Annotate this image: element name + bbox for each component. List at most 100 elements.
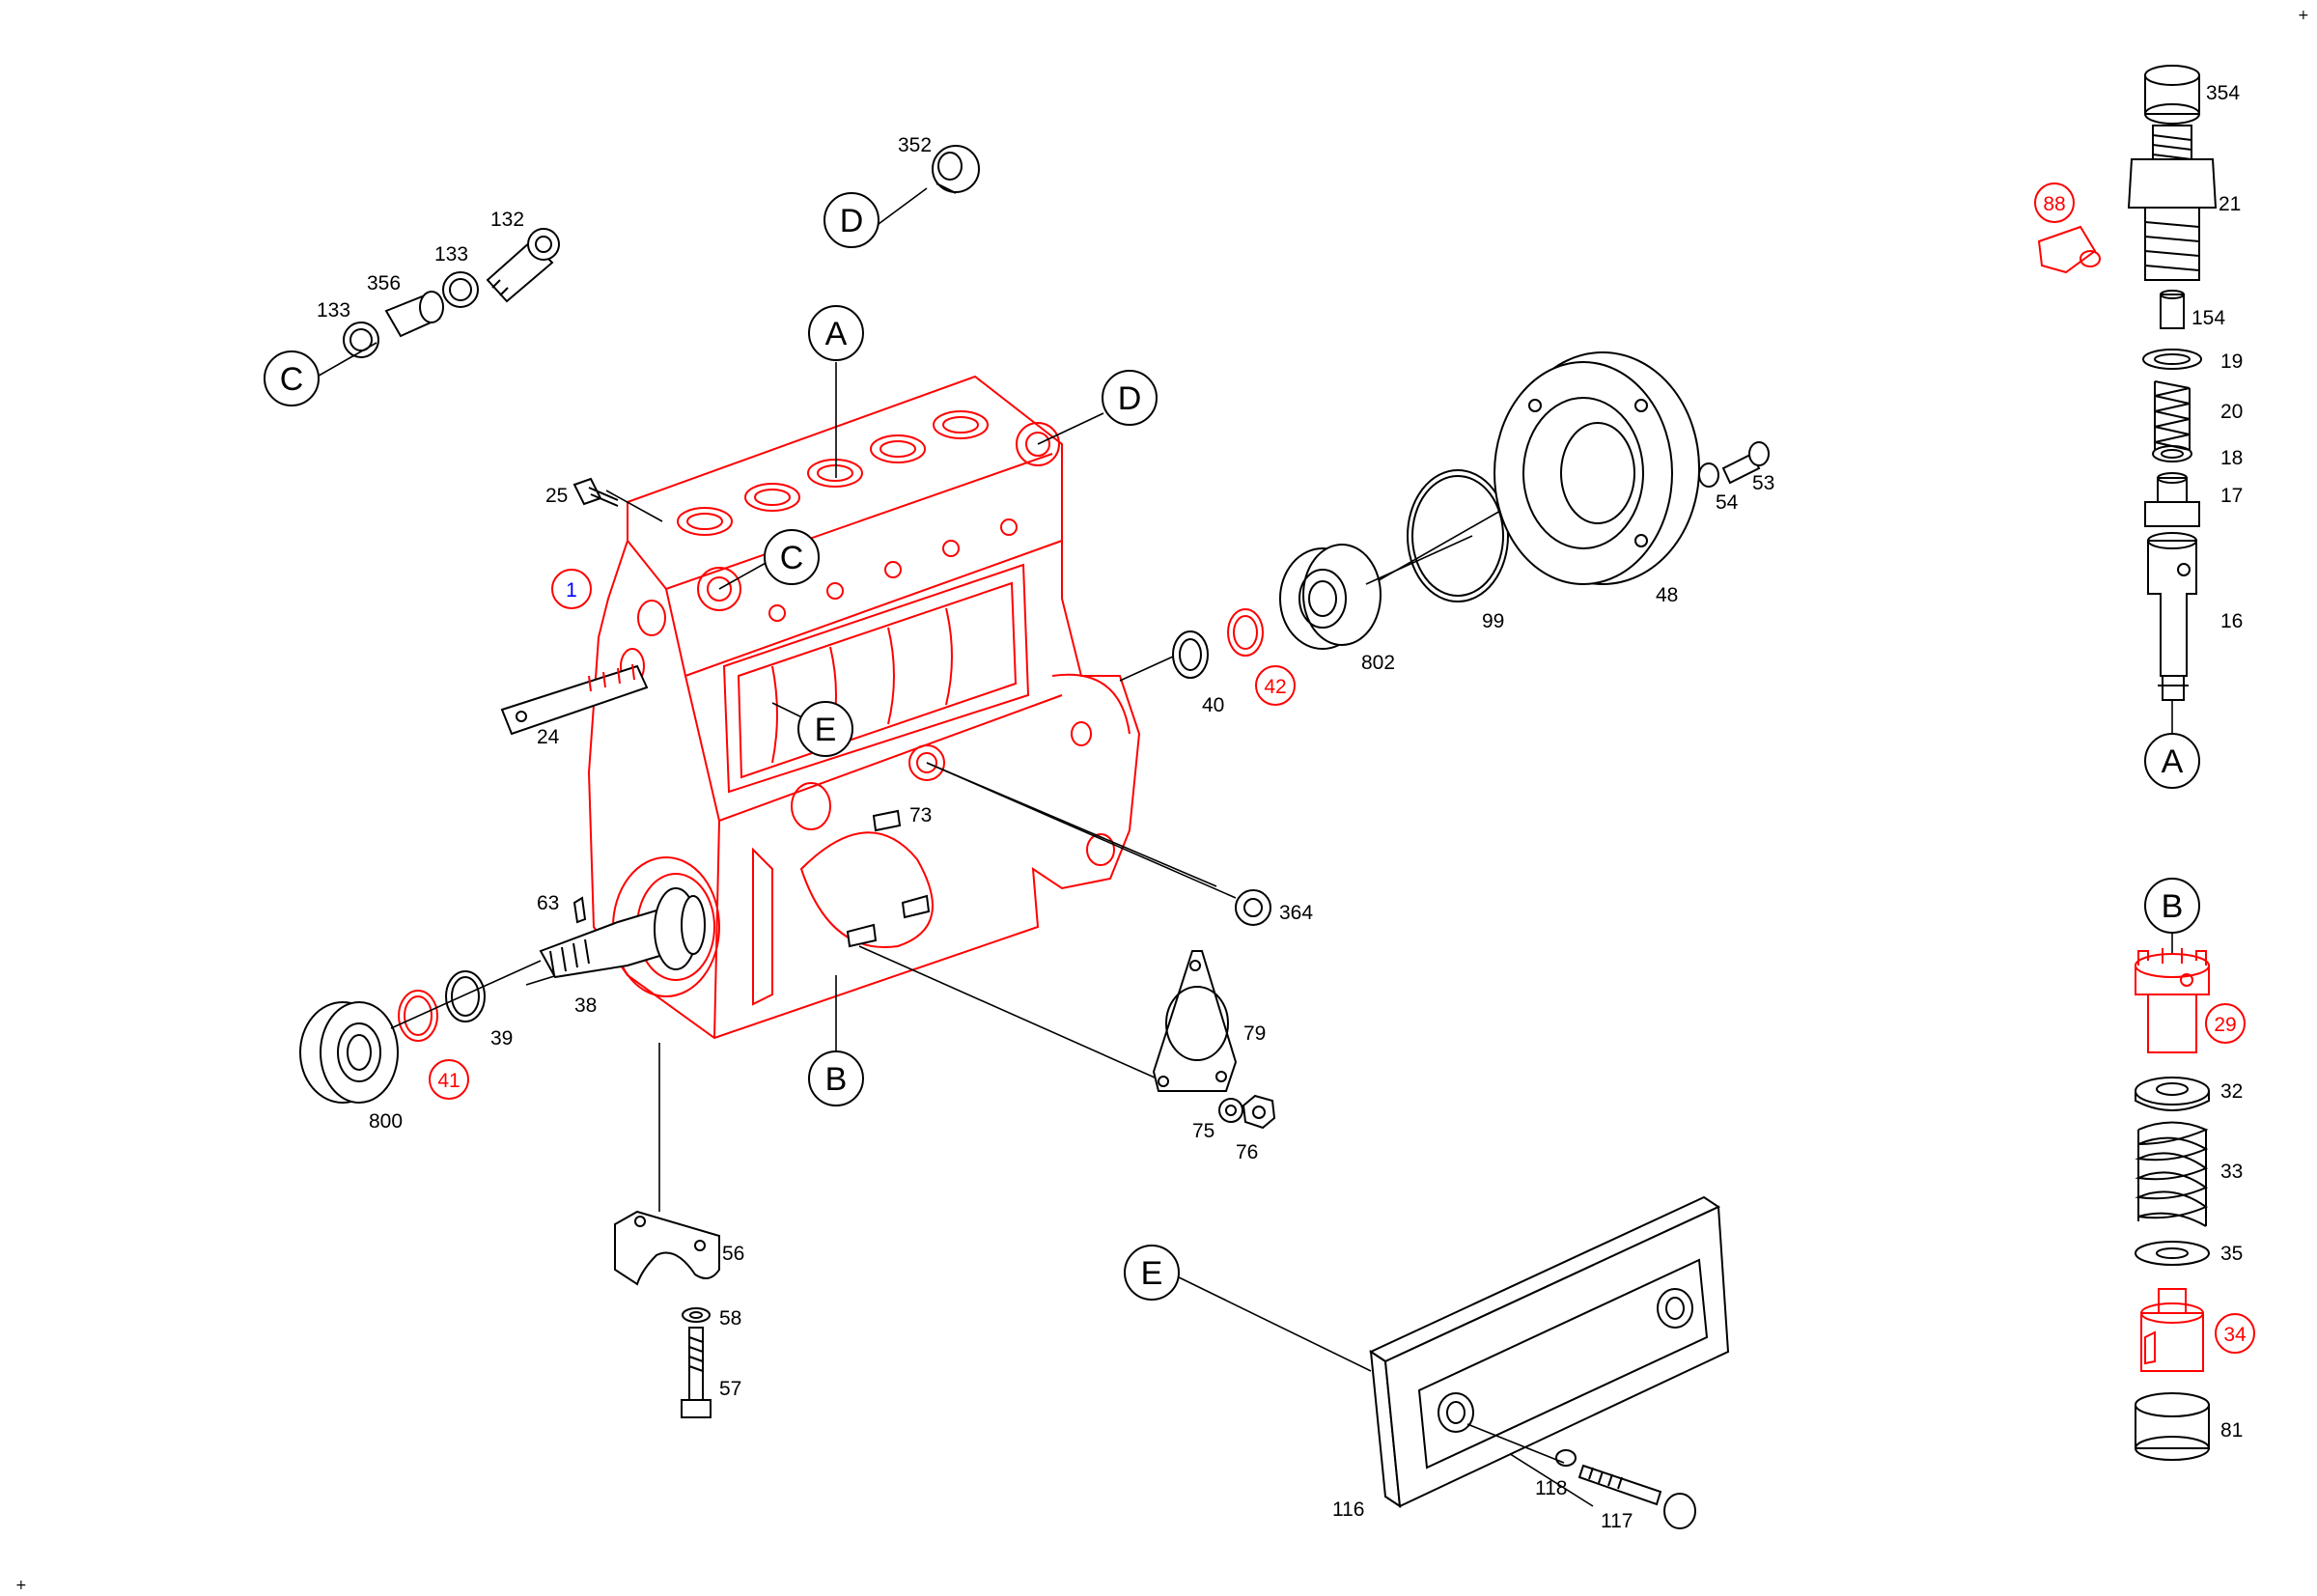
washer-58[interactable] [682,1307,711,1323]
valve-spring-20[interactable] [2154,380,2191,451]
screw-plug-364[interactable] [1235,889,1271,926]
label-56: 56 [722,1243,744,1265]
screw-57[interactable] [681,1327,712,1418]
cover-116[interactable] [1368,1195,1730,1509]
filler-piece-154[interactable] [2160,290,2185,329]
ref-circle-a-top: A [808,305,864,361]
stud-73[interactable] [846,809,931,948]
label-16: 16 [2220,610,2243,632]
o-ring-39[interactable] [445,970,486,1022]
o-ring-99[interactable] [1407,469,1509,602]
ref-circle-e-housing: E [797,701,853,757]
roller-tappet-81[interactable] [2135,1392,2210,1461]
svg-text:34: 34 [2223,1324,2247,1346]
washer-118[interactable] [1555,1449,1577,1467]
label-35: 35 [2220,1243,2243,1265]
svg-text:D: D [1118,380,1142,417]
label-133-left: 133 [317,299,350,322]
pump-barrel-16[interactable] [2147,532,2197,701]
sleeve-356[interactable] [384,291,444,338]
washer-75[interactable] [1218,1098,1243,1123]
corner-mark-top-right: + [2298,8,2309,23]
callout-1: 1 [551,569,592,609]
washer-54[interactable] [1698,462,1719,488]
label-25: 25 [545,485,568,507]
label-19: 19 [2220,350,2243,373]
ring-133-right[interactable] [442,271,479,308]
label-116: 116 [1332,1498,1364,1521]
ring-133-left[interactable] [343,322,379,358]
svg-text:D: D [840,203,864,239]
camshaft-end[interactable] [539,887,706,979]
control-rod[interactable] [500,663,649,736]
part-number-labels: 352 132 133 356 133 25 24 73 63 38 39 80… [317,82,2243,1532]
plunger-34[interactable] [2140,1288,2204,1372]
callout-34: 34 [2215,1313,2255,1354]
ref-circle-e-cover: E [1124,1245,1180,1301]
label-58: 58 [719,1307,741,1330]
svg-text:29: 29 [2214,1014,2236,1036]
seal-19[interactable] [2142,349,2202,370]
callout-88: 88 [2034,182,2075,223]
label-24: 24 [537,726,560,748]
label-354: 354 [2206,82,2240,104]
ref-circle-b-right: B [2144,878,2200,934]
svg-text:B: B [2162,888,2184,925]
label-18: 18 [2220,447,2243,469]
label-117: 117 [1601,1510,1633,1532]
ring-40[interactable] [1172,630,1209,679]
label-57: 57 [719,1378,741,1400]
cap-354[interactable] [2144,65,2200,125]
cap-352[interactable] [932,145,980,194]
label-132: 132 [490,209,524,231]
label-76: 76 [1236,1141,1258,1163]
label-40: 40 [1202,694,1224,716]
seal-ring-42[interactable] [1227,608,1264,657]
label-20: 20 [2220,401,2243,423]
label-133-right: 133 [434,243,468,266]
screw-53[interactable] [1721,441,1770,485]
label-79: 79 [1243,1022,1266,1045]
leader-lines [313,187,2173,1507]
label-53: 53 [1752,472,1774,494]
control-sleeve-29[interactable] [2135,948,2210,1053]
label-73: 73 [909,804,932,826]
screw-25[interactable] [572,477,619,507]
plunger-spring-33[interactable] [2135,1121,2209,1227]
svg-text:E: E [1141,1255,1163,1292]
screw-117[interactable] [1577,1464,1696,1529]
bearing-800[interactable] [299,1001,399,1104]
corner-mark-bottom-left: + [15,1578,27,1593]
pump-housing[interactable] [587,375,1141,1040]
bearing-802[interactable] [1279,544,1382,650]
ref-circle-b-bottom: B [808,1050,864,1106]
label-356: 356 [367,272,401,294]
delivery-valve-17[interactable] [2144,472,2200,527]
spring-seat-35[interactable] [2135,1241,2210,1266]
label-63: 63 [537,892,559,914]
nut-76[interactable] [1242,1094,1276,1130]
callout-41: 41 [429,1059,469,1100]
end-flange-48[interactable] [1493,351,1700,585]
gasket-79[interactable] [1152,950,1238,1092]
label-54: 54 [1716,491,1739,514]
ref-circle-a-right: A [2144,733,2200,789]
seal-ring-41[interactable] [398,990,438,1042]
label-38: 38 [574,994,597,1017]
valve-holder-21[interactable] [2127,125,2218,281]
svg-text:B: B [825,1061,848,1098]
label-48: 48 [1656,584,1678,606]
svg-text:C: C [280,361,304,398]
svg-text:A: A [825,316,848,352]
label-154: 154 [2191,307,2225,329]
bearing-support-56[interactable] [614,1210,720,1286]
label-81: 81 [2220,1419,2243,1442]
spring-seat-32[interactable] [2135,1077,2210,1111]
label-99: 99 [1482,610,1504,632]
washer-18[interactable] [2152,445,2192,462]
svg-text:E: E [815,712,837,748]
ref-circle-c-housing: C [764,529,820,585]
banjo-bolt-132[interactable] [486,228,560,303]
retaining-clip-88[interactable] [2037,225,2101,274]
